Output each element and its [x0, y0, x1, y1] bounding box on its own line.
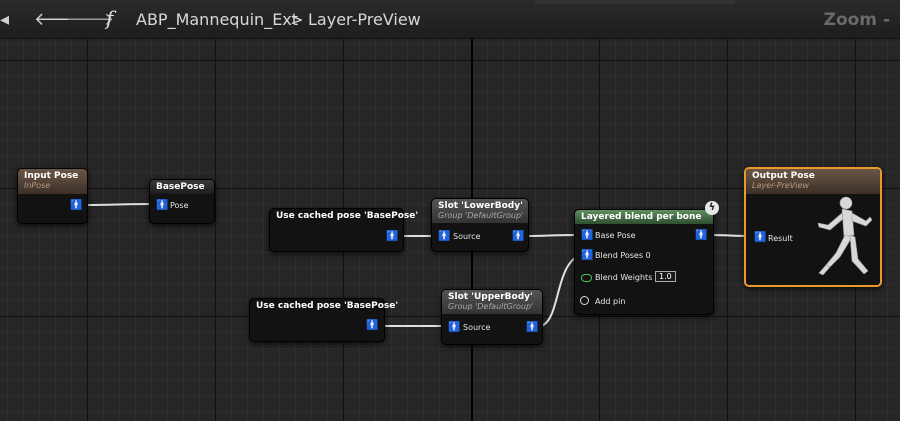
node-input-pose[interactable]: Input Pose InPose 🚹: [17, 168, 88, 224]
node-title: Output Pose: [752, 171, 815, 181]
pin-label: Source: [453, 232, 481, 241]
node-header: Slot 'UpperBody' Group 'DefaultGroup': [442, 290, 542, 314]
graph-toolbar: ◂ 🡐 🡒 f ABP_Mannequin_Ext > Layer-PreVie…: [0, 0, 900, 39]
node-header: Layered blend per bone: [575, 210, 713, 224]
node-subtitle: Group 'DefaultGroup': [448, 302, 534, 311]
pose-input-icon[interactable]: 🚹: [156, 200, 169, 211]
blend-weight-value[interactable]: 1.0: [655, 271, 676, 282]
pose-output-icon[interactable]: 🚹: [695, 230, 708, 241]
breadcrumb-separator: >: [290, 10, 304, 29]
node-title: Layered blend per bone: [581, 212, 702, 222]
node-title: BasePose: [156, 182, 205, 192]
pin-label: Source: [463, 323, 491, 332]
wire-input-to-basepose: [85, 203, 151, 206]
node-header: Use cached pose 'BasePose': [250, 299, 399, 315]
mannequin-running-icon: [817, 196, 873, 276]
node-header: Slot 'LowerBody' Group 'DefaultGroup': [432, 199, 528, 223]
add-pin-icon[interactable]: [580, 296, 589, 305]
node-subtitle: InPose: [24, 181, 51, 190]
wire-slot-lower-to-base-pose: [526, 234, 577, 237]
node-title: Slot 'LowerBody': [438, 201, 523, 211]
pose-input-icon[interactable]: 🚹: [754, 232, 767, 243]
node-use-cached-pose[interactable]: Use cached pose 'BasePose' 🚹: [269, 208, 419, 252]
add-pin-button[interactable]: Add pin: [595, 297, 626, 306]
pin-blend-weights: Blend Weights 0: [595, 273, 660, 282]
node-subtitle: Group 'DefaultGroup': [438, 211, 524, 220]
tab-strip: [535, 0, 735, 4]
pose-output-icon[interactable]: 🚹: [386, 231, 399, 242]
node-output-pose[interactable]: Output Pose Layer-PreView 🚹 Result: [744, 167, 882, 287]
pose-output-icon[interactable]: 🚹: [526, 322, 539, 333]
panel-toggle-icon[interactable]: ◂: [0, 9, 10, 30]
arrow-left-icon[interactable]: 🡐: [34, 9, 83, 30]
node-subtitle: Layer-PreView: [752, 181, 809, 190]
wire-slot-upper-to-blend-poses: [540, 255, 579, 327]
pin-label: Pose: [170, 201, 189, 210]
zoom-label: Zoom -: [823, 10, 890, 30]
breadcrumb-asset[interactable]: ABP_Mannequin_Ext: [136, 10, 299, 29]
node-layered-blend-per-bone[interactable]: Layered blend per bone 🚹 Base Pose 🚹 🚹 B…: [574, 209, 714, 315]
pose-input-icon[interactable]: 🚹: [581, 230, 594, 241]
pose-output-icon[interactable]: 🚹: [512, 231, 525, 242]
node-header: Use cached pose 'BasePose': [270, 209, 419, 225]
node-slot-lower-body[interactable]: Slot 'LowerBody' Group 'DefaultGroup' 🚹 …: [431, 198, 529, 252]
node-title: Use cached pose 'BasePose': [256, 301, 399, 311]
pose-input-icon[interactable]: 🚹: [438, 231, 451, 242]
fast-path-icon: ϟ: [705, 201, 719, 215]
node-use-cached-pose[interactable]: Use cached pose 'BasePose' 🚹: [249, 298, 399, 342]
pose-output-icon[interactable]: 🚹: [366, 320, 379, 331]
node-save-cached-pose[interactable]: BasePose 🚹 Pose: [149, 179, 215, 224]
node-header: Output Pose Layer-PreView: [746, 169, 880, 194]
arrow-right-icon[interactable]: 🡒: [66, 9, 115, 30]
pose-input-icon[interactable]: 🚹: [581, 250, 594, 261]
node-header: Input Pose InPose: [18, 169, 87, 194]
pin-base-pose: Base Pose: [595, 231, 636, 240]
pin-label: Result: [768, 234, 793, 243]
node-title: Input Pose: [24, 171, 79, 181]
pose-input-icon[interactable]: 🚹: [448, 322, 461, 333]
node-slot-upper-body[interactable]: Slot 'UpperBody' Group 'DefaultGroup' 🚹 …: [441, 289, 543, 345]
node-title: Slot 'UpperBody': [448, 292, 533, 302]
pin-blend-poses: Blend Poses 0: [595, 251, 651, 260]
breadcrumb-graph[interactable]: Layer-PreView: [308, 10, 421, 29]
pose-output-icon[interactable]: 🚹: [70, 200, 83, 211]
node-header: BasePose: [150, 180, 214, 194]
node-title: Use cached pose 'BasePose': [276, 211, 419, 221]
function-icon: f: [106, 6, 114, 30]
float-pin-icon[interactable]: [581, 274, 592, 282]
